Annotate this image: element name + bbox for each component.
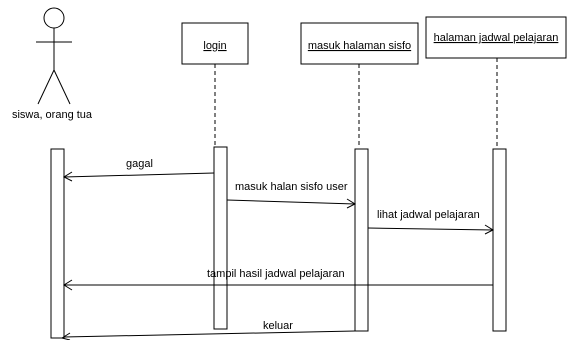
activation-login [213, 146, 228, 330]
activation-actor [50, 148, 65, 339]
message-tampil-hasil-jadwal-pelajaran-label: tampil hasil jadwal pelajaran [207, 268, 345, 280]
message-lihat-jadwal-pelajaran [367, 224, 495, 235]
message-gagal [62, 171, 215, 182]
message-tampil-hasil-jadwal-pelajaran [63, 279, 493, 291]
object-halaman-jadwal-pelajaran-label: halaman jadwal pelajaran [434, 32, 559, 44]
actor-figure [36, 7, 72, 105]
actor-label: siswa, orang tua [12, 109, 93, 121]
object-masuk-halaman-sisfo-label: masuk halaman sisfo [308, 40, 411, 52]
message-masuk-halan-sisfo-user-label: masuk halan sisfo user [235, 181, 348, 193]
object-login: login [181, 22, 249, 65]
object-masuk-halaman-sisfo: masuk halaman sisfo [300, 22, 419, 65]
object-halaman-jadwal-pelajaran: halaman jadwal pelajaran [425, 16, 567, 59]
message-masuk-halan-sisfo-user [226, 198, 357, 209]
message-keluar-label: keluar [263, 320, 293, 332]
message-lihat-jadwal-pelajaran-label: lihat jadwal pelajaran [377, 209, 480, 221]
object-login-label: login [203, 40, 226, 52]
message-keluar [60, 330, 356, 340]
activation-halaman-jadwal-pelajaran [492, 148, 507, 332]
activation-masuk-halaman-sisfo [354, 148, 369, 332]
message-gagal-label: gagal [126, 158, 153, 170]
